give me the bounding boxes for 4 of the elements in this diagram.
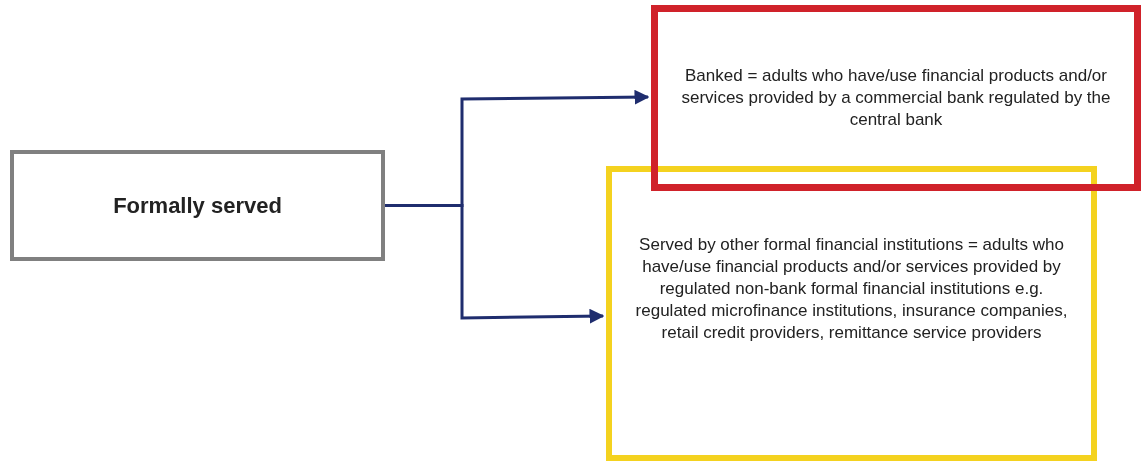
category-box: Formally served (10, 150, 385, 261)
arrow (385, 204, 605, 324)
definition-box: Served by other formal financial institutions = adults who have/use financial products and/or services provided by regulated non-bank formal financial institutions e.g. regulated microfinance institutions, insurance companies, retail credit providers, remittance service providers (606, 166, 1097, 461)
definition-box: Banked = adults who have/use financial products and/or services provided by a commercial bank regulated by the central bank (651, 5, 1141, 191)
